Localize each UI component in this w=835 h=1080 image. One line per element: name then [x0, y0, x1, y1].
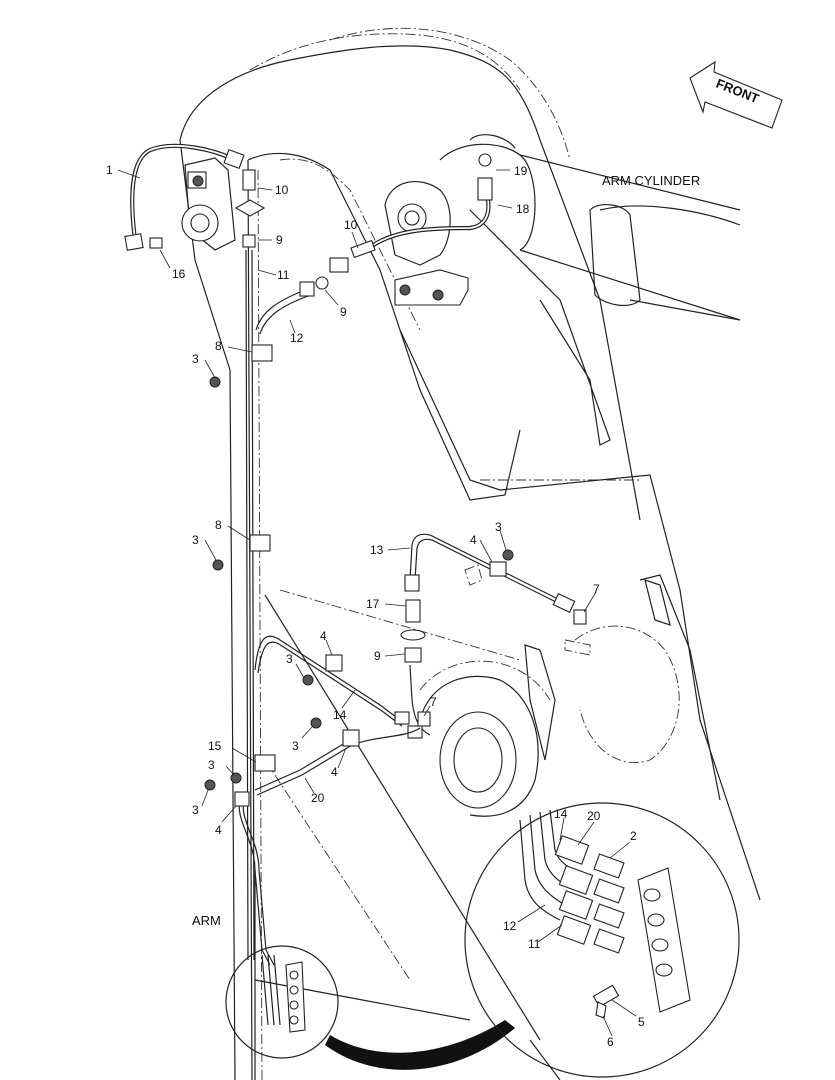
callout-5: 5 — [638, 1015, 645, 1029]
clamps-and-bolts — [204, 344, 591, 807]
callout-14: 14 — [554, 807, 568, 821]
clamp-8a — [251, 344, 273, 362]
callout-8: 8 — [215, 518, 222, 532]
clamp-4d — [234, 791, 250, 807]
clamp-15 — [254, 754, 276, 772]
bolt-3a — [209, 376, 221, 388]
callout-11: 11 — [277, 268, 290, 282]
callout-12: 12 — [503, 919, 517, 933]
callout-3: 3 — [192, 803, 199, 817]
clamp-4a — [325, 654, 343, 672]
callout-3: 3 — [286, 652, 293, 666]
bolt-3g — [204, 779, 216, 791]
detail-pointer — [325, 1020, 515, 1070]
fitting-7b — [417, 711, 431, 727]
detail-large — [464, 802, 740, 1078]
callout-10: 10 — [275, 183, 289, 197]
bolt-3d — [302, 674, 314, 686]
callout-15: 15 — [208, 739, 222, 753]
callout-3: 3 — [495, 520, 502, 534]
callout-9: 9 — [374, 649, 381, 663]
pipe-13 — [404, 533, 576, 613]
hose-18 — [350, 153, 493, 259]
callout-3: 3 — [292, 739, 299, 753]
clamp-4b — [342, 729, 360, 747]
arm-cylinder-label: ARM CYLINDER — [602, 173, 700, 188]
callout-10: 10 — [344, 218, 358, 232]
bolt-3e — [310, 717, 322, 729]
front-arrow: FRONT — [689, 60, 783, 129]
callout-1: 1 — [106, 163, 113, 177]
callout-4: 4 — [331, 765, 338, 779]
fitting-7a — [573, 609, 587, 625]
callout-4: 4 — [215, 823, 222, 837]
pipe-12 — [255, 257, 349, 335]
callout-numbers: 1 10 9 11 16 10 9 12 19 18 8 3 8 3 13 4 … — [106, 163, 645, 1049]
clamp-8b — [249, 534, 271, 552]
callout-19: 19 — [514, 164, 528, 178]
detail-small — [225, 945, 339, 1059]
callout-8: 8 — [215, 339, 222, 353]
arm-structure — [179, 27, 761, 1080]
callout-4: 4 — [320, 629, 327, 643]
callout-17: 17 — [366, 597, 380, 611]
bolt-3f — [230, 772, 242, 784]
arm-label: ARM — [192, 913, 221, 928]
hose-1 — [124, 143, 245, 251]
captions: ARM CYLINDER ARM — [192, 173, 700, 928]
callout-9: 9 — [340, 305, 347, 319]
callout-7: 7 — [430, 695, 437, 709]
clamp-4c — [489, 561, 507, 577]
callout-11: 11 — [528, 937, 541, 951]
callout-4: 4 — [470, 533, 477, 547]
callout-16: 16 — [172, 267, 186, 281]
callout-7: 7 — [593, 582, 600, 596]
pipe-14 — [254, 635, 423, 739]
callout-3: 3 — [208, 758, 215, 772]
fittings-17-9 — [400, 599, 431, 736]
callout-14: 14 — [333, 708, 347, 722]
callout-2: 2 — [630, 829, 637, 843]
leader-lines — [117, 169, 637, 1037]
bolt-3c — [502, 549, 514, 561]
callout-20: 20 — [587, 809, 601, 823]
pipe-20 — [254, 727, 421, 796]
callout-13: 13 — [370, 543, 384, 557]
callout-20: 20 — [311, 791, 325, 805]
lower-hose-bundle — [238, 799, 275, 966]
callout-3: 3 — [192, 533, 199, 547]
callout-18: 18 — [516, 202, 530, 216]
bolt-3b — [212, 559, 224, 571]
callout-12: 12 — [290, 331, 304, 345]
callout-9: 9 — [276, 233, 283, 247]
callout-3: 3 — [192, 352, 199, 366]
callout-6: 6 — [607, 1035, 614, 1049]
